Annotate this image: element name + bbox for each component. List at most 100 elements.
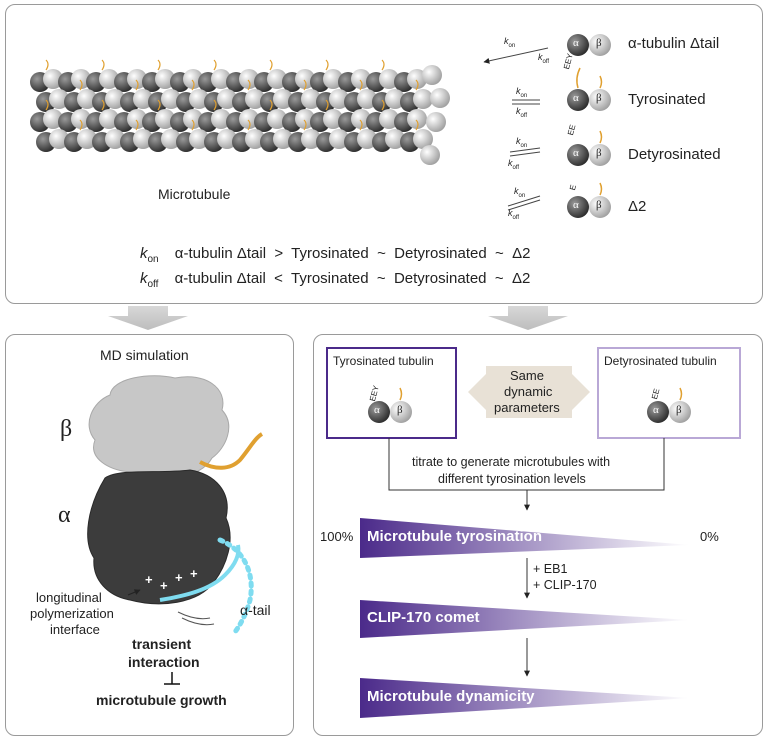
- eq-arrow-4a: [507, 195, 541, 207]
- eq-arrow-3a: [509, 147, 541, 153]
- lattice-beta: [43, 69, 63, 89]
- lattice-beta: [385, 89, 405, 109]
- down-arrow-right: [488, 306, 568, 330]
- lattice-beta: [239, 109, 259, 129]
- wedge-dynamicity: [360, 678, 690, 718]
- same-label-2: dynamic: [504, 384, 553, 399]
- lattice-free-dimer: [430, 88, 450, 108]
- lattice-beta: [301, 89, 321, 109]
- md-panel: [5, 334, 294, 736]
- lattice-beta: [295, 109, 315, 129]
- interface-label-3: interface: [50, 622, 100, 637]
- beta-label: β: [60, 416, 73, 442]
- lattice-beta: [99, 109, 119, 129]
- alpha-label: α: [58, 502, 71, 528]
- on-arrow-1: [483, 47, 549, 64]
- right-panel: [313, 334, 763, 736]
- same-label-1: Same: [510, 368, 544, 383]
- orange-tail: [199, 432, 264, 470]
- lattice-tail: [381, 59, 385, 71]
- lattice-beta: [189, 89, 209, 109]
- wedge3-label: Microtubule dynamicity: [367, 688, 535, 705]
- interface-label-2: polymerization: [30, 606, 114, 621]
- lattice-tail: [269, 99, 273, 111]
- eq-arrow-3b: [509, 151, 541, 157]
- lattice-tail: [415, 119, 419, 131]
- lattice-tail: [45, 59, 49, 71]
- svg-text:+: +: [190, 566, 198, 581]
- lattice-beta: [245, 89, 265, 109]
- beta-left: β: [397, 404, 403, 416]
- dimer-beta-2: β: [596, 92, 602, 104]
- koff-label-4: koff: [508, 208, 520, 221]
- inhibition-symbol: [164, 672, 180, 685]
- lattice-beta: [379, 69, 399, 89]
- lattice-beta: [407, 109, 427, 129]
- pct-100: 100%: [320, 529, 354, 544]
- lattice-tail: [135, 79, 139, 91]
- lattice-beta: [295, 69, 315, 89]
- lattice-beta: [43, 109, 63, 129]
- dimer-alpha-3: α: [573, 147, 579, 159]
- lattice-beta: [49, 129, 69, 149]
- lattice-tail: [101, 99, 105, 111]
- transition-arrows: [108, 306, 568, 330]
- dimer-beta-3: β: [596, 147, 602, 159]
- lattice-beta: [71, 109, 91, 129]
- cyan-tail-dotted: [217, 537, 254, 635]
- titrate-line-1: titrate to generate microtubules with: [412, 455, 611, 469]
- dimer-alpha-2: α: [573, 92, 579, 104]
- lattice-beta: [133, 129, 153, 149]
- lattice-tail: [303, 79, 307, 91]
- right-diagram: [326, 347, 741, 718]
- lattice-beta: [273, 129, 293, 149]
- lattice-beta: [323, 109, 343, 129]
- microtubule-lattice: [30, 59, 450, 165]
- beta-right: β: [676, 404, 682, 416]
- lattice-beta: [155, 109, 175, 129]
- top-panel: [5, 4, 763, 304]
- lattice-beta: [99, 69, 119, 89]
- pct-0: 0%: [700, 529, 719, 544]
- clip170-label: + CLIP-170: [533, 578, 597, 592]
- detyrosinated-box-title: Detyrosinated tubulin: [604, 354, 717, 368]
- md-structure: ++++: [87, 375, 264, 685]
- lattice-beta: [133, 89, 153, 109]
- wedge-clip170: [360, 600, 690, 638]
- lattice-beta: [189, 129, 209, 149]
- lattice-beta: [183, 109, 203, 129]
- svg-text:+: +: [160, 578, 168, 593]
- small-dimer-left: [368, 387, 412, 423]
- lattice-beta: [245, 129, 265, 149]
- lattice-tail: [79, 79, 83, 91]
- same-double-arrow: [468, 366, 590, 418]
- dimer-alpha-4: α: [573, 199, 579, 211]
- detyrosinated-box: [597, 347, 741, 439]
- wedge-tyrosination: [360, 518, 690, 558]
- lattice-beta: [357, 89, 377, 109]
- lattice-beta: [379, 109, 399, 129]
- same-label-3: parameters: [494, 400, 560, 415]
- lattice-beta: [329, 89, 349, 109]
- exchange-arrows: [177, 611, 215, 626]
- transient-label-1: transient: [132, 636, 192, 652]
- tyrosinated-box: [326, 347, 457, 439]
- lattice-beta: [413, 129, 433, 149]
- lattice-beta: [105, 129, 125, 149]
- row-label-4: Δ2: [628, 198, 647, 215]
- lattice-tail: [213, 59, 217, 71]
- titrate-line-2: different tyrosination levels: [438, 472, 586, 486]
- lattice-beta: [385, 129, 405, 149]
- lattice-beta: [413, 89, 433, 109]
- lattice-beta: [357, 129, 377, 149]
- svg-text:+: +: [145, 572, 153, 587]
- lattice-beta: [161, 89, 181, 109]
- lattice-tail: [247, 79, 251, 91]
- lattice-beta: [127, 109, 147, 129]
- summary-koff: koff α-tubulin Δtail < Tyrosinated ~ Det…: [140, 270, 531, 290]
- small-dimer-right: [647, 387, 691, 423]
- lattice-beta: [407, 69, 427, 89]
- lattice-beta: [71, 69, 91, 89]
- lattice-beta: [351, 109, 371, 129]
